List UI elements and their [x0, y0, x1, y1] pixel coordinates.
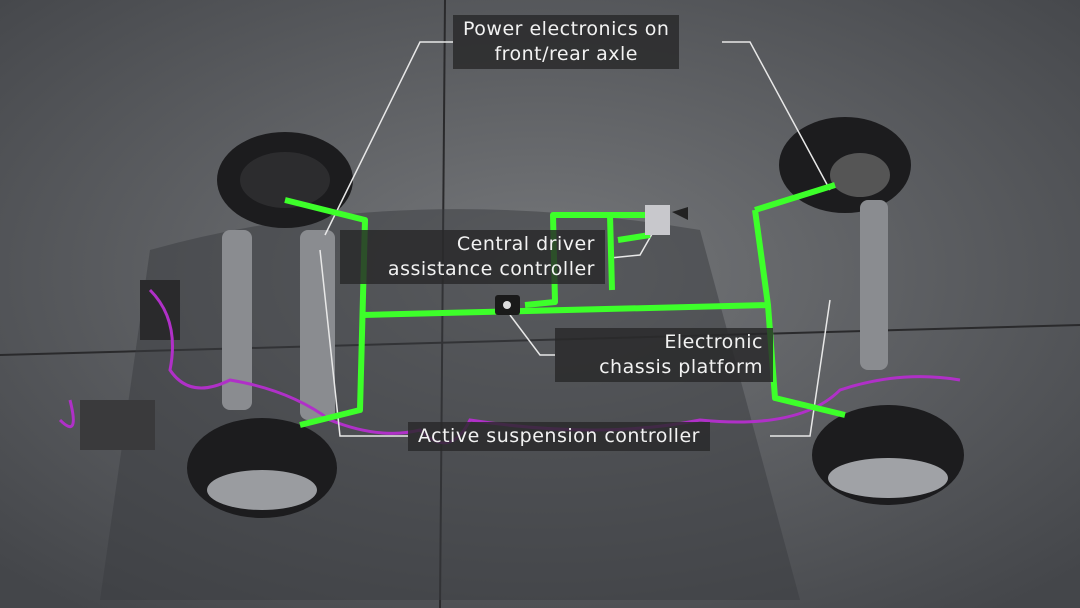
label-line: chassis platform — [599, 356, 763, 378]
label-line: assistance controller — [387, 258, 595, 280]
label-line: Electronic — [664, 331, 763, 353]
tire-rear-left — [187, 418, 337, 518]
label-line: Power electronics on — [463, 18, 670, 40]
tire-rear-right — [812, 405, 964, 505]
leader-lines — [319, 41, 831, 437]
label-power-electronics: Power electronics on front/rear axle — [453, 15, 680, 69]
label-central-driver-assistance: Central driver assistance controller — [340, 230, 605, 284]
axle-components — [80, 200, 888, 450]
chassis-network — [284, 182, 846, 428]
label-line: Active suspension controller — [418, 425, 700, 447]
label-electronic-chassis-platform: Electronic chassis platform — [555, 328, 773, 382]
label-active-suspension: Active suspension controller — [408, 422, 710, 451]
tire-front-left — [217, 132, 353, 228]
label-line: Central driver — [456, 233, 595, 255]
label-line: front/rear axle — [494, 43, 638, 65]
driver-assistance-unit — [645, 205, 688, 235]
chassis-controller-unit — [495, 295, 520, 315]
tires — [187, 117, 964, 518]
tire-front-right — [779, 117, 911, 213]
